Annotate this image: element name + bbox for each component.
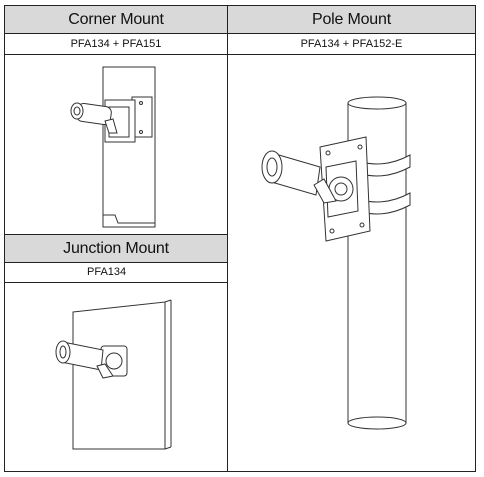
pole-mount-model-row: PFA134 + PFA152-E [228, 33, 475, 55]
corner-mount-title: Corner Mount [68, 10, 164, 28]
junction-mount-header: Junction Mount [5, 235, 227, 263]
column-divider [227, 6, 228, 471]
junction-top-border [5, 234, 227, 235]
junction-mount-illustration [55, 299, 172, 450]
pole-mount-header: Pole Mount [228, 6, 475, 34]
junction-mount-model: PFA134 [87, 266, 127, 278]
pole-mount-model: PFA134 + PFA152-E [300, 37, 403, 50]
corner-mount-model-row: PFA134 + PFA151 [5, 33, 227, 55]
corner-mount-illustration [70, 66, 156, 228]
junction-mount-model-row: PFA134 [5, 262, 227, 283]
pole-mount-illustration [261, 96, 411, 430]
corner-mount-model: PFA134 + PFA151 [70, 37, 162, 50]
corner-mount-header: Corner Mount [5, 6, 227, 34]
pole-mount-title: Pole Mount [312, 10, 391, 28]
junction-mount-title: Junction Mount [63, 239, 169, 257]
mount-table: Corner Mount PFA134 + PFA151 Pole Mount … [4, 5, 476, 472]
corner-wall [102, 66, 156, 228]
